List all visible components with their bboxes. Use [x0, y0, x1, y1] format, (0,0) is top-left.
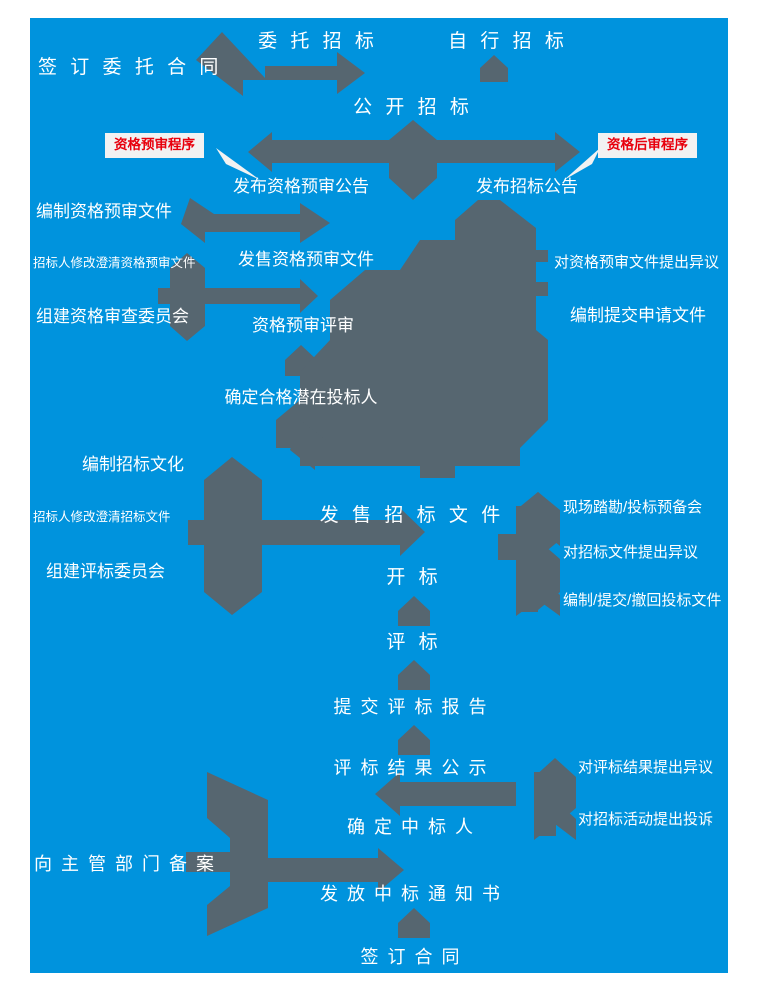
- connector-bid-opening-down: [398, 596, 430, 626]
- connector-submit-report-down: [398, 725, 430, 755]
- node-file-with-authority: 向 主 管 部 门 备 案: [34, 854, 217, 874]
- node-objection-prequal-docs: 对资格预审文件提出异议: [554, 254, 720, 271]
- node-self-tender: 自 行 招 标: [448, 31, 568, 52]
- node-issue-award-notice: 发 放 中 标 通 知 书: [319, 884, 503, 904]
- arrow-entrust-contract-to-entrusted-tender: [196, 32, 365, 96]
- node-sign-contract: 签 订 合 同: [360, 947, 462, 967]
- connector-issue-notice-down: [398, 908, 430, 938]
- node-prepare-submit-application: 编制提交申请文件: [570, 306, 706, 325]
- node-open-tender: 公 开 招 标: [353, 97, 473, 118]
- node-form-qualification-committee: 组建资格审查委员会: [36, 307, 189, 326]
- arrow-file-with-authority-funnel: [186, 772, 404, 936]
- node-site-survey: 现场踏勘/投标预备会: [563, 499, 703, 516]
- node-entrusted-tender: 委 托 招 标: [258, 31, 378, 52]
- callout-prequalification-procedure: 资格预审程序: [105, 133, 204, 158]
- arrow-left-cluster-prequal: [158, 253, 318, 341]
- node-publish-tender-notice: 发布招标公告: [476, 177, 578, 196]
- node-objection-tender-docs: 对招标文件提出异议: [563, 544, 699, 561]
- node-objection-evaluation-result: 对评标结果提出异议: [578, 759, 714, 776]
- arrow-open-tender-split: [248, 120, 580, 200]
- node-prepare-prequal-docs: 编制资格预审文件: [36, 202, 172, 221]
- node-tenderer-amend-tender-docs: 招标人修改澄清招标文件: [33, 510, 171, 524]
- node-determine-winner: 确 定 中 标 人: [346, 817, 476, 837]
- node-submit-evaluation-report: 提 交 评 标 报 告: [333, 697, 489, 717]
- node-prequal-review: 资格预审评审: [252, 316, 354, 335]
- arrow-right-result-objection-cluster: [375, 762, 576, 826]
- bar-right-result-cluster: [534, 772, 556, 836]
- node-prepare-tender-docs: 编制招标文化: [82, 455, 184, 474]
- callout-tail-right: [564, 148, 600, 180]
- node-determine-qualified-bidders: 确定合格潜在投标人: [224, 388, 378, 407]
- node-form-evaluation-committee: 组建评标委员会: [46, 562, 165, 581]
- node-publish-prequal-notice: 发布资格预审公告: [233, 177, 369, 196]
- node-bid-evaluation: 评 标: [386, 632, 442, 653]
- arrow-tender-notice-main-blob: [276, 200, 548, 478]
- node-complaint-tender-activity: 对招标活动提出投诉: [578, 811, 714, 828]
- connector-bid-evaluation-down: [398, 660, 430, 690]
- callout-tail-left: [216, 148, 260, 180]
- node-bid-opening: 开 标: [386, 567, 442, 588]
- node-sell-tender-docs: 发 售 招 标 文 件: [319, 505, 505, 526]
- node-publicize-evaluation-result: 评 标 结 果 公 示: [333, 758, 489, 778]
- node-sell-prequal-docs: 发售资格预审文件: [238, 250, 374, 269]
- arrow-prepare-tender-docs-elbow: [290, 420, 455, 470]
- flowchart-canvas: [30, 18, 728, 973]
- node-sign-entrust-contract: 签 订 委 托 合 同: [38, 57, 223, 78]
- arrow-self-tender-down: [480, 55, 508, 82]
- bar-right-bidder-cluster: [516, 506, 538, 612]
- arrow-left-cluster-tender-docs: [188, 457, 425, 615]
- node-tenderer-amend-prequal-docs: 招标人修改澄清资格预审文件: [33, 256, 196, 270]
- node-prepare-submit-withdraw-bid: 编制/提交/撤回投标文件: [563, 592, 722, 609]
- callout-postqualification-procedure: 资格后审程序: [598, 133, 697, 158]
- stem-right-bidder-cluster: [498, 534, 520, 560]
- arrow-prepare-prequal-to-publish: [181, 198, 330, 243]
